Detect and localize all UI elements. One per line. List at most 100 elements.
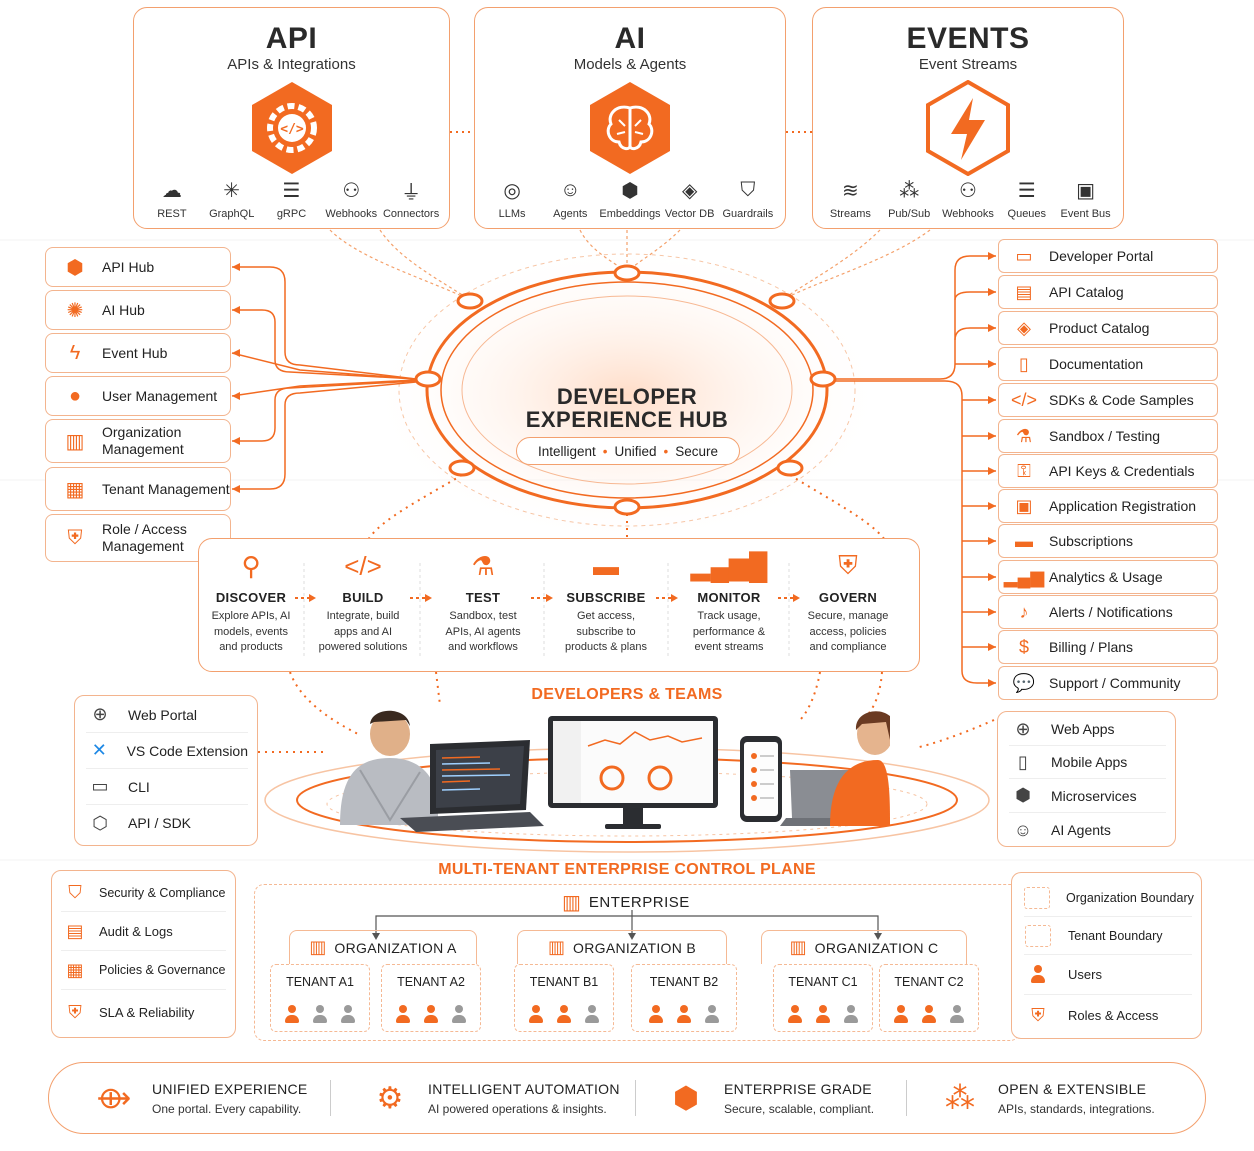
lightning-icon: [926, 80, 1010, 176]
chat-icon: 💬: [1012, 672, 1036, 693]
tenant-b1: TENANT B1: [514, 964, 614, 1032]
api-card-subtitle: APIs & Integrations: [227, 56, 356, 73]
brain-icon: ✺: [66, 299, 84, 322]
events-card-subtitle: Event Streams: [918, 56, 1018, 73]
automation-icon: ⚙: [376, 1081, 404, 1115]
user-icon: [527, 1005, 545, 1025]
box-icon: ◈: [1017, 317, 1031, 338]
dashed-box-icon: [1024, 886, 1050, 909]
developers-title: DEVELOPERS & TEAMS: [531, 686, 723, 703]
user-icon: [394, 1005, 412, 1025]
legend-users: Users: [1024, 955, 1192, 995]
event-webhooks-item: ⚇Webhooks: [939, 176, 998, 221]
hub-title-line1: DEVELOPER: [556, 384, 698, 409]
flask-icon: ⚗: [1015, 425, 1033, 446]
rest-item: ☁REST: [142, 176, 202, 221]
legend-tenant-boundary: Tenant Boundary: [1024, 917, 1192, 955]
pubsub-icon: ⁂: [899, 179, 920, 202]
bus-icon: ▣: [1076, 179, 1096, 202]
channel-api-sdk: ⬡API / SDK: [86, 805, 248, 841]
vector-db-item: ◈Vector DB: [661, 176, 719, 221]
cube-icon: ⬢: [1015, 785, 1031, 805]
hub-tagline: Intelligent• Unified• Secure: [516, 437, 740, 465]
lifecycle-panel: [198, 538, 920, 672]
ai-card-title: AI: [614, 22, 646, 55]
building-icon: ▥: [65, 430, 85, 453]
building-icon: ▥: [789, 937, 807, 957]
waves-icon: ≋: [842, 179, 859, 202]
policies-governance: ▦Policies & Governance: [61, 951, 226, 990]
legend-panel: [1011, 872, 1202, 1039]
user-icon: [450, 1005, 468, 1025]
layers-icon: ◈: [681, 179, 698, 202]
database-icon: ☰: [1017, 179, 1036, 202]
webhooks-item: ⚇Webhooks: [321, 176, 381, 221]
events-card-title: EVENTS: [906, 22, 1030, 55]
webhook-icon: ⚇: [959, 179, 977, 202]
card-icon: ▬: [593, 550, 619, 581]
tenant-building-icon: ▦: [65, 478, 85, 501]
client-microservices: ⬢Microservices: [1009, 779, 1166, 813]
dashed-box-icon: [1024, 924, 1052, 947]
policy-icon: ▦: [66, 959, 84, 980]
user-icon: [703, 1005, 721, 1025]
lightning-icon: ϟ: [69, 341, 81, 364]
server-stack-icon: ☰: [282, 179, 301, 202]
user-icon: [555, 1005, 573, 1025]
ai-card: AI Models & Agents ◎LLMs ☺Agents ⬢Embedd…: [474, 7, 786, 229]
globe-icon: ⊕: [92, 704, 108, 724]
key-icon: ⚿: [1017, 460, 1031, 481]
feature-support: 💬Support / Community: [998, 666, 1218, 700]
embeddings-item: ⬢Embeddings: [599, 176, 660, 221]
org-b: ▥ORGANIZATION B: [517, 930, 727, 964]
feature-sandbox: ⚗Sandbox / Testing: [998, 419, 1218, 453]
user-icon: [311, 1005, 329, 1025]
llm-icon: ◎: [503, 179, 521, 202]
hub-organization-management: ▥Organization Management: [45, 419, 231, 463]
sla-icon: ⛨: [68, 1001, 82, 1022]
user-icon: [892, 1005, 910, 1025]
user-icon: [786, 1005, 804, 1025]
user-icon: [814, 1005, 832, 1025]
search-icon: ⚲: [241, 550, 261, 581]
feature-developer-portal: ▭Developer Portal: [998, 239, 1218, 273]
flask-icon: ⚗: [471, 550, 495, 581]
user-icon: [842, 1005, 860, 1025]
card-icon: ▬: [1015, 530, 1033, 551]
pillars-bar: [48, 1062, 1206, 1134]
network-icon: ⁂: [945, 1081, 975, 1115]
channel-vscode: ✕VS Code Extension: [86, 733, 248, 769]
feature-sdks: </>SDKs & Code Samples: [998, 383, 1218, 417]
building-icon: ▥: [548, 937, 566, 957]
shield-check-icon: ⛉: [68, 882, 82, 902]
feature-api-keys: ⚿API Keys & Credentials: [998, 454, 1218, 488]
user-icon: [675, 1005, 693, 1025]
feature-api-catalog: ▤API Catalog: [998, 275, 1218, 309]
bar-chart-icon: ▂▄▆: [1003, 566, 1045, 587]
graphql-item: ✳GraphQL: [202, 176, 262, 221]
pubsub-item: ⁂Pub/Sub: [880, 176, 939, 221]
enterprise-label: ▥ ENTERPRISE: [562, 892, 690, 914]
audit-logs: ▤Audit & Logs: [61, 912, 226, 951]
user-icon: [647, 1005, 665, 1025]
enterprise-hex-icon: ⬢: [672, 1081, 700, 1115]
portal-icon: ▭: [1015, 245, 1033, 266]
code-icon: </>: [344, 550, 382, 581]
cloud-upload-icon: ☁: [161, 179, 182, 202]
tenant-a2: TENANT A2: [381, 964, 481, 1032]
client-mobile-apps: ▯Mobile Apps: [1009, 746, 1166, 779]
book-icon: ▤: [1015, 281, 1033, 302]
hub-title-line2: EXPERIENCE HUB: [525, 407, 729, 432]
dollar-icon: $: [1018, 636, 1029, 657]
lifecycle-arrows: [295, 563, 800, 658]
graph-icon: ✳: [223, 179, 241, 202]
pillar-divider: [906, 1080, 907, 1116]
tenant-b2: TENANT B2: [631, 964, 737, 1032]
security-compliance: ⛉Security & Compliance: [61, 874, 226, 912]
